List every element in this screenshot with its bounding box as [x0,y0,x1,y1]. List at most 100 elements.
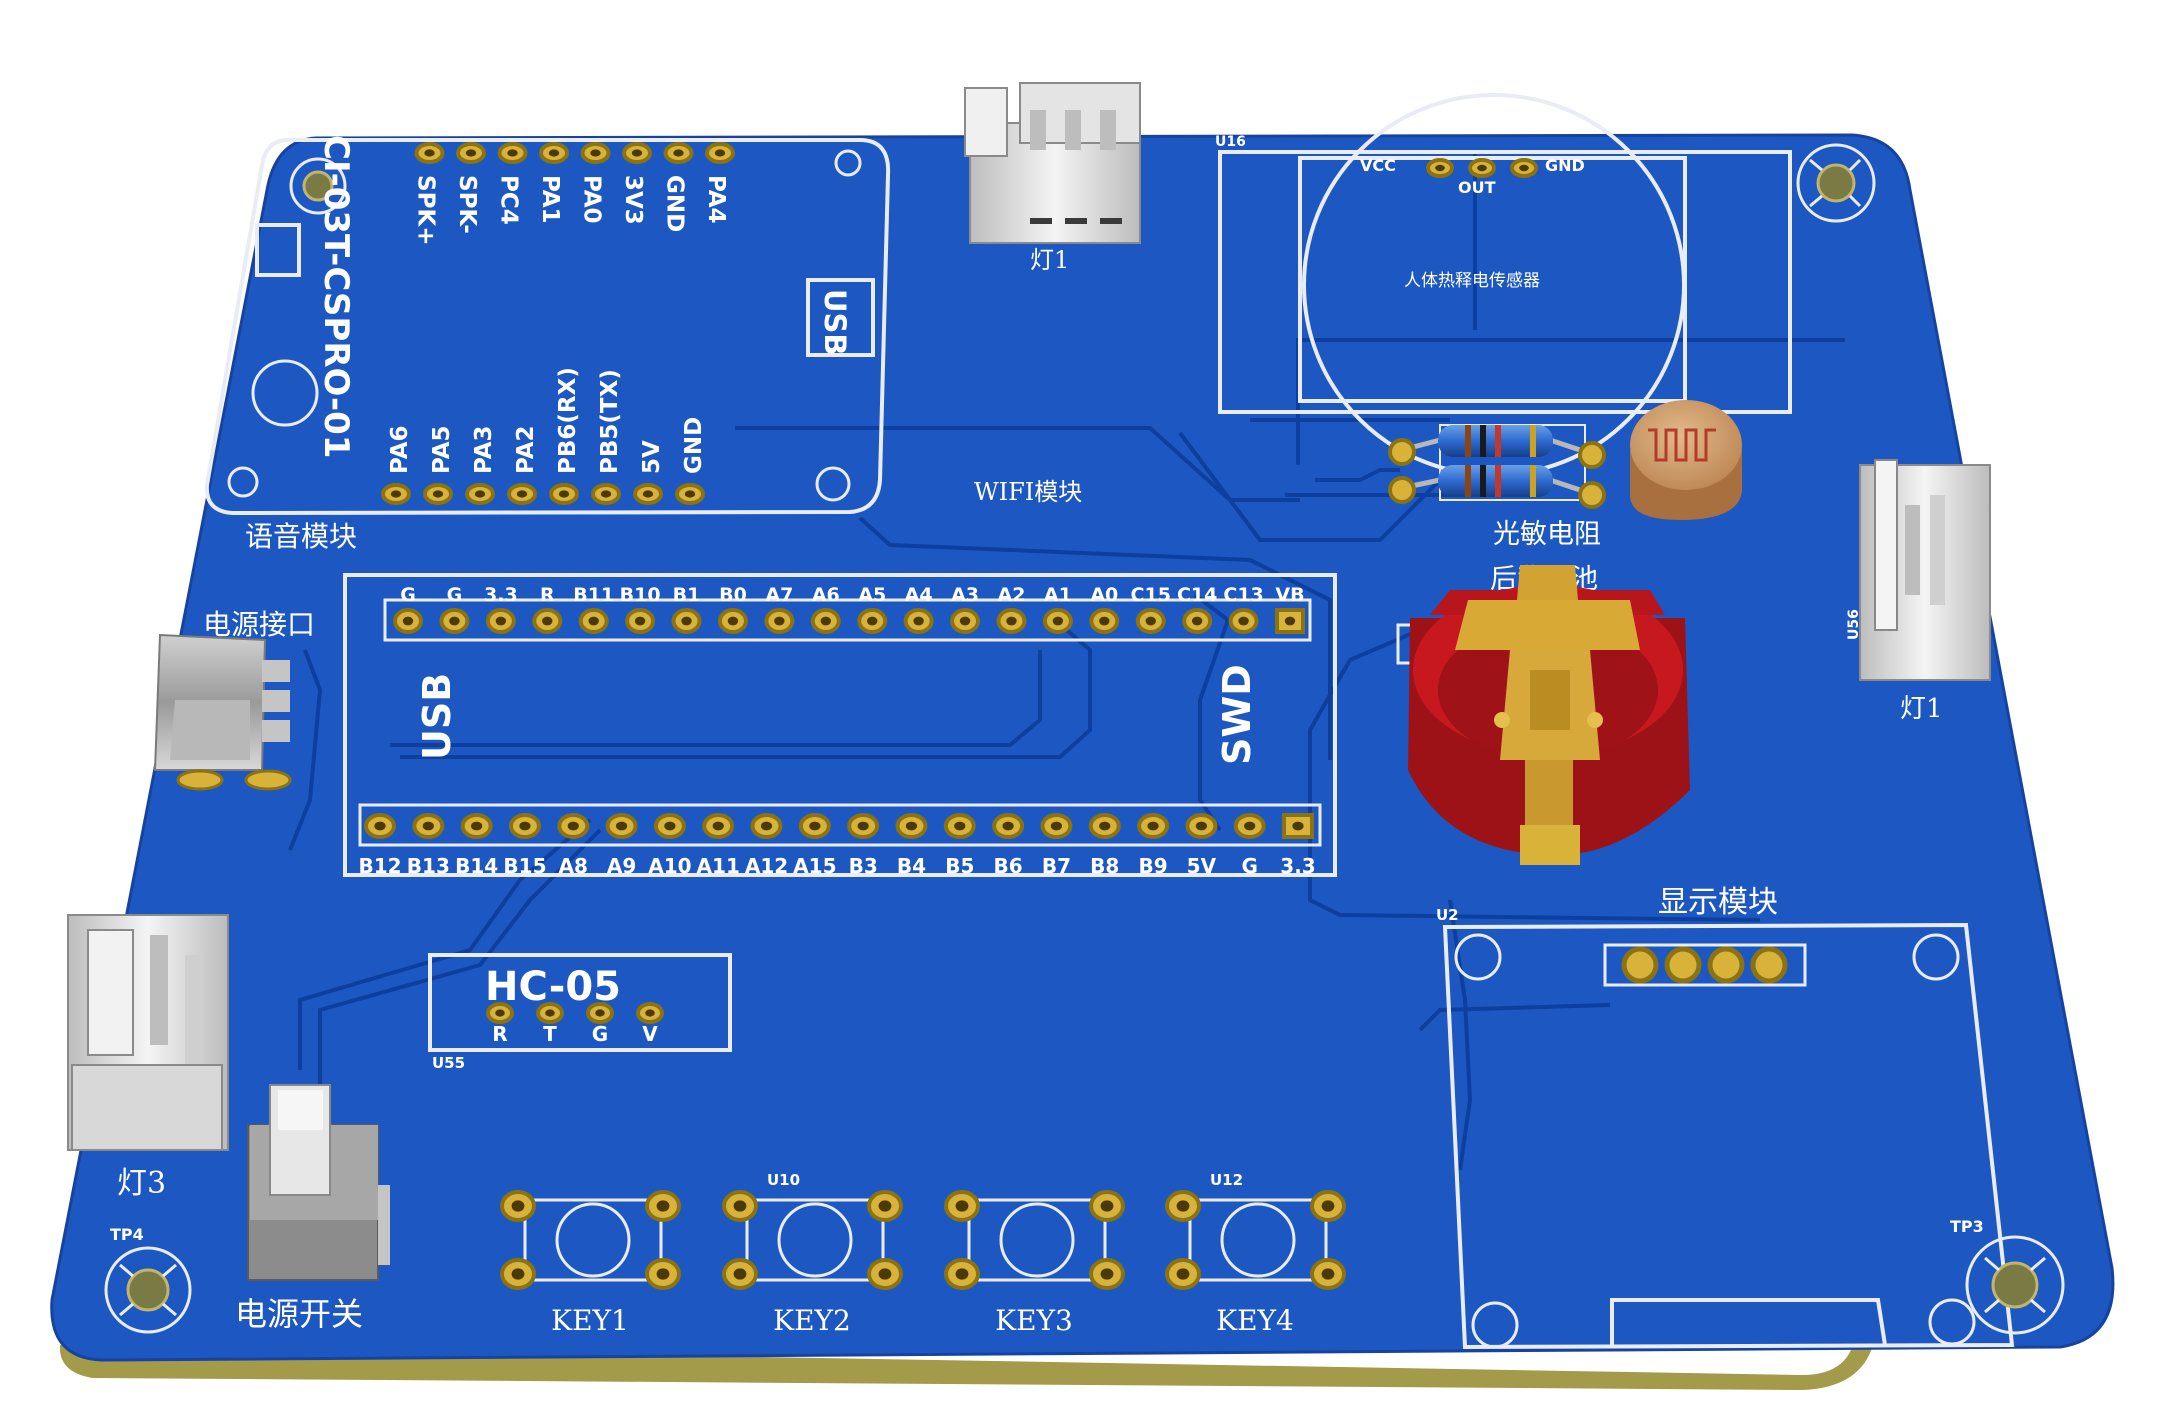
voice-top-pin-6 [456,142,486,164]
display-module: 显示模块 U2 [1436,885,2015,1350]
mcu-bottom-pin-15 [1088,813,1121,839]
mcu-top-pin-label: A3 [951,584,979,606]
mcu-top-pin-11 [903,608,934,634]
mcu-bottom-pin-2 [460,813,493,839]
photoresistor: 光敏电阻 [1493,400,1742,550]
mcu-bottom-pin-16 [1137,813,1170,839]
hc05-pin-2 [586,1002,614,1024]
mcu-top-pin-0 [393,608,423,634]
mcu-bottom-pin-7 [702,813,735,839]
key-pad [645,1258,681,1290]
key-1[interactable]: KEY1 [500,1190,681,1337]
voice-top-pin-0 [705,142,735,164]
voice-bottom-pin-label: PA5 [429,425,455,474]
mcu-bottom-pin-label: B8 [1090,854,1119,878]
key-pad [867,1258,903,1290]
mcu-bottom-pin-14 [1040,813,1073,839]
voice-top-pin-label: PC4 [496,175,522,225]
lamp-connector-top: 灯1 [964,82,1141,274]
mcu-top-pin-label: B11 [573,584,614,606]
voice-top-pin-label: PA4 [703,175,729,224]
test-point-tp4: TP4 [110,1225,144,1244]
hc05-pin-0 [486,1002,514,1024]
mcu-bottom-pin-label: B6 [994,854,1023,878]
mcu-bottom-pin-label: A10 [648,854,691,878]
key-pad [500,1258,536,1290]
mcu-top-pin-label: VB [1275,584,1304,606]
mcu-bottom-pin-label: B15 [503,854,546,878]
lamp-connector-left: 灯3 [67,914,229,1201]
hc05-pin-3 [636,1002,664,1024]
mcu-top-pin-label: G [400,584,416,606]
hc05-pin-label: R [492,1022,507,1046]
voice-top-pin-label: SPK- [454,175,480,234]
coin-battery: 后背电池 [1396,564,1690,865]
voice-top-pin-3 [580,142,611,164]
pir-pin-label: VCC [1360,156,1396,175]
mcu-top-pin-label: B1 [673,584,701,606]
key-pad [1089,1258,1125,1290]
photoresistor-label: 光敏电阻 [1493,519,1601,550]
mcu-top-pin-label: C15 [1131,584,1171,606]
display-designator: U2 [1436,906,1459,924]
key-label: KEY1 [551,1304,629,1337]
hc05-designator: U55 [432,1054,465,1072]
voice-bottom-pin-label: PA2 [513,425,539,474]
mcu-bottom-pin-label: B5 [945,854,974,878]
mcu-top-pin-label: A6 [812,584,840,606]
mcu-top-pin-label: B0 [719,584,747,606]
key-pad [1310,1258,1346,1290]
mcu-top-pin-10 [857,608,888,634]
hc05-pin-label: V [642,1022,658,1046]
mcu-bottom-pin-label: A11 [697,854,740,878]
display-label: 显示模块 [1658,885,1778,920]
mcu-top-pin-6 [671,608,702,634]
pcb-board [50,133,2115,1390]
mcu-top-pin-label: A1 [1044,584,1072,606]
voice-top-pin-4 [539,142,569,164]
voice-bottom-pin-5 [465,483,495,505]
lamp-top-label: 灯1 [1030,246,1069,274]
power-switch-label: 电源开关 [235,1295,363,1333]
mcu-top-pin-label: A2 [998,584,1026,606]
hc05-pin-label: T [543,1022,557,1046]
mcu-top-pin-5 [625,608,656,634]
voice-top-pin-label: GND [662,175,688,232]
voice-bottom-pin-label: PB5(TX) [597,369,623,474]
mcu-bottom-pin-label: G [1241,854,1257,878]
mcu-top-pin-label: B10 [620,584,661,606]
mcu-bottom-pin-0 [364,813,396,839]
hc05-pin-label: G [592,1022,608,1046]
mcu-top-pin-16 [1135,608,1166,634]
mcu-top-pin-label: G [447,584,463,606]
mcu-bottom-pin-5 [605,813,638,839]
mcu-usb-label: USB [415,673,459,760]
key-label: KEY4 [1216,1304,1294,1337]
key-pad [645,1190,681,1222]
voice-module-title: 语音模块 [245,520,357,553]
key-pad [722,1190,758,1222]
voice-bottom-pin-2 [591,483,621,505]
key-pad [1089,1190,1125,1222]
voice-bottom-pin-label: PA6 [387,425,413,474]
lamp-connector-right: U56 灯1 [1846,459,1991,724]
mcu-bottom-pin-label: 3.3 [1280,854,1315,878]
voice-bottom-pin-label: PA3 [471,425,497,474]
voice-top-pin-2 [622,142,652,164]
mcu-bottom-pin-label: A8 [559,854,588,878]
mcu-top-pin-label: C14 [1177,584,1217,606]
pir-designator: U16 [1215,134,1246,150]
mcu-bottom-pin-label: 5V [1187,854,1217,878]
mcu-bottom-pin-4 [557,813,590,839]
voice-usb-label: USB [818,289,852,356]
key-3[interactable]: KEY3 [944,1190,1125,1337]
mcu-bottom-pin-18 [1233,813,1266,839]
voice-top-pin-label: PA0 [579,175,605,224]
mounting-holes: TP4 TP3 [104,143,2065,1335]
